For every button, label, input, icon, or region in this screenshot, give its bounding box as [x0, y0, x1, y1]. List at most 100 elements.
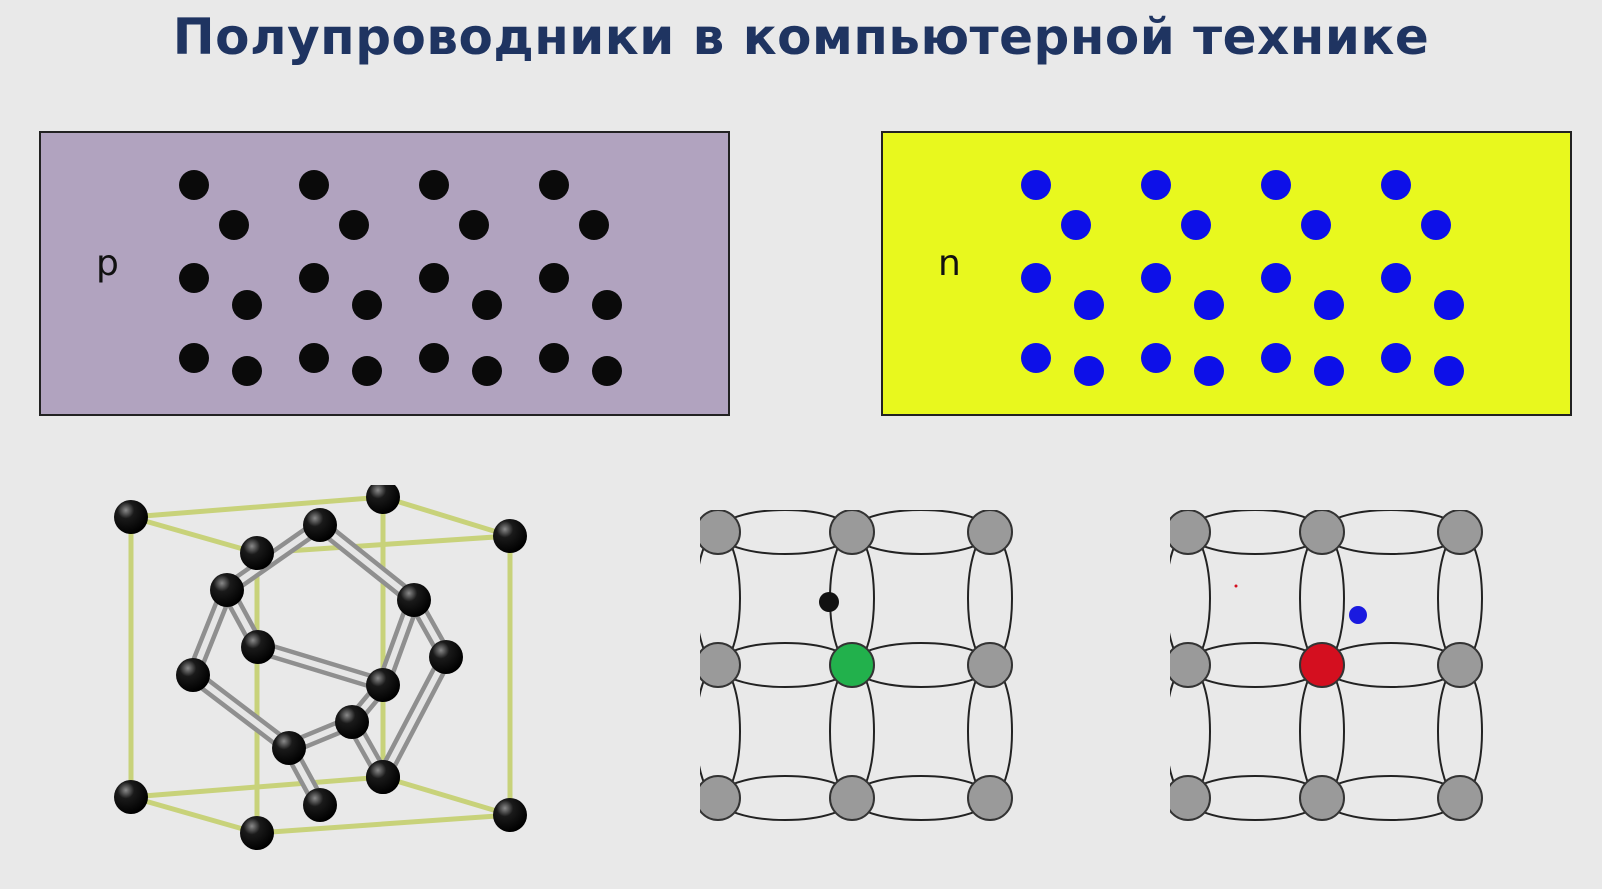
dopant-atom [1141, 343, 1171, 373]
dopant-atom [1061, 210, 1091, 240]
bond-highlight [317, 522, 417, 603]
lattice-atom [366, 480, 400, 514]
lattice-atom [695, 775, 741, 821]
lattice-atom [335, 705, 369, 739]
dopant-atom [179, 170, 209, 200]
dopant-atom [1261, 170, 1291, 200]
cell-edge [130, 794, 258, 836]
charge-carrier [1349, 606, 1367, 624]
lattice-atom [429, 640, 463, 674]
dopant-atom [1021, 343, 1051, 373]
dopant-atom [1141, 263, 1171, 293]
dopant-atom [179, 343, 209, 373]
lattice-atom [967, 775, 1013, 821]
lattice-atom [1165, 775, 1211, 821]
hole-mark [1234, 584, 1238, 588]
acceptor-lattice-diagram [1165, 509, 1510, 835]
lattice-atom [303, 788, 337, 822]
dopant-atom [232, 356, 262, 386]
lattice-atom [397, 583, 431, 617]
lattice-atom [1437, 642, 1483, 688]
lattice-atom [1165, 509, 1211, 555]
dopant-atom [472, 356, 502, 386]
dopant-atom [179, 263, 209, 293]
dopant-atom [1381, 263, 1411, 293]
cell-edge [256, 812, 511, 836]
dopant-atom [219, 210, 249, 240]
dopant-atom [419, 170, 449, 200]
dopant-atom [1074, 356, 1104, 386]
impurity-atom [1299, 642, 1345, 688]
lattice-atom [366, 760, 400, 794]
lattice-atom [695, 642, 741, 688]
dopant-atom [232, 290, 262, 320]
bond-highlight [255, 644, 386, 688]
dopant-atom [1301, 210, 1331, 240]
p-type-label: p [96, 243, 119, 284]
dopant-atom [339, 210, 369, 240]
cell-edge [382, 494, 511, 539]
impurity-atom [829, 642, 875, 688]
dopant-atom [352, 290, 382, 320]
dopant-atom [1021, 170, 1051, 200]
lattice-atom [1437, 775, 1483, 821]
dopant-atom [1181, 210, 1211, 240]
dopant-atom [459, 210, 489, 240]
dopant-atom [1261, 343, 1291, 373]
diamond-crystal-lattice [100, 480, 550, 870]
lattice-atom [695, 509, 741, 555]
dopant-atom [352, 356, 382, 386]
lattice-atom [493, 798, 527, 832]
dopant-atom [592, 356, 622, 386]
lattice-atom [1165, 642, 1211, 688]
n-type-label: n [938, 243, 961, 284]
page-title: Полупроводники в компьютерной технике [172, 8, 1430, 66]
dopant-atom [1421, 210, 1451, 240]
p-type-dots [179, 170, 622, 386]
donor-lattice-diagram [695, 509, 1040, 835]
lattice-atom [1437, 509, 1483, 555]
dopant-atom [539, 170, 569, 200]
dopant-atom [1434, 356, 1464, 386]
dopant-atom [1434, 290, 1464, 320]
p-type-panel: p [39, 131, 730, 416]
lattice-atom [114, 500, 148, 534]
dopant-atom [299, 170, 329, 200]
dopant-atom [539, 263, 569, 293]
dopant-atom [1021, 263, 1051, 293]
lattice-atom [493, 519, 527, 553]
lattice-atom [114, 780, 148, 814]
dopant-atom [579, 210, 609, 240]
lattice-atom [240, 536, 274, 570]
lattice-atom [1299, 509, 1345, 555]
dopant-atom [472, 290, 502, 320]
dopant-atom [1141, 170, 1171, 200]
bond-highlight [224, 522, 323, 593]
lattice-atom [272, 731, 306, 765]
cell-edge [382, 774, 511, 818]
lattice-atom [1299, 775, 1345, 821]
lattice-atom [967, 509, 1013, 555]
dopant-atom [1261, 263, 1291, 293]
lattice-atom [303, 508, 337, 542]
cell-edge [130, 514, 258, 556]
dopant-atom [299, 343, 329, 373]
dopant-atom [1314, 290, 1344, 320]
n-type-panel: n [881, 131, 1572, 416]
dopant-atom [1381, 170, 1411, 200]
dopant-atom [1074, 290, 1104, 320]
lattice-atom [967, 642, 1013, 688]
lattice-atom [240, 816, 274, 850]
charge-carrier [819, 592, 839, 612]
bond-highlight [380, 654, 449, 780]
lattice-atom [210, 573, 244, 607]
lattice-atom [829, 509, 875, 555]
n-type-dots [1021, 170, 1464, 386]
dopant-atom [1194, 290, 1224, 320]
bond-highlight [190, 672, 292, 751]
dopant-atom [539, 343, 569, 373]
dopant-atom [1314, 356, 1344, 386]
lattice-atom [829, 775, 875, 821]
dopant-atom [419, 343, 449, 373]
lattice-atom [241, 630, 275, 664]
